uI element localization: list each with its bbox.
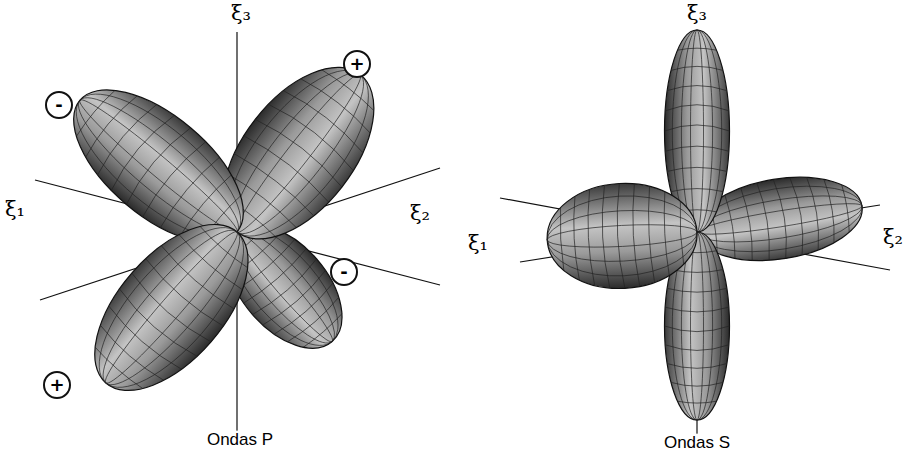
axis-label: ξ₃ xyxy=(685,2,709,25)
axis-lines xyxy=(35,32,890,450)
sign-circle: - xyxy=(45,91,73,119)
sign-circle: + xyxy=(343,50,371,78)
sign-circle: + xyxy=(43,371,71,399)
polarity-sign: - xyxy=(55,96,62,114)
p-wave-lobes xyxy=(48,41,404,418)
panel-caption: Ondas P xyxy=(205,431,275,450)
axis-label: ξ₂ xyxy=(881,226,905,249)
polarity-sign: + xyxy=(349,55,364,73)
sign-circle: - xyxy=(330,258,358,286)
panel-caption: Ondas S xyxy=(662,434,732,453)
axis-label: ξ₁ xyxy=(466,232,490,255)
axis-label: ξ₃ xyxy=(229,2,253,25)
axis-label: ξ₁ xyxy=(3,198,27,221)
s-wave-lobes xyxy=(544,30,868,420)
axis-label: ξ₂ xyxy=(408,202,432,225)
polarity-sign: - xyxy=(340,263,347,281)
polarity-sign: + xyxy=(49,376,64,394)
